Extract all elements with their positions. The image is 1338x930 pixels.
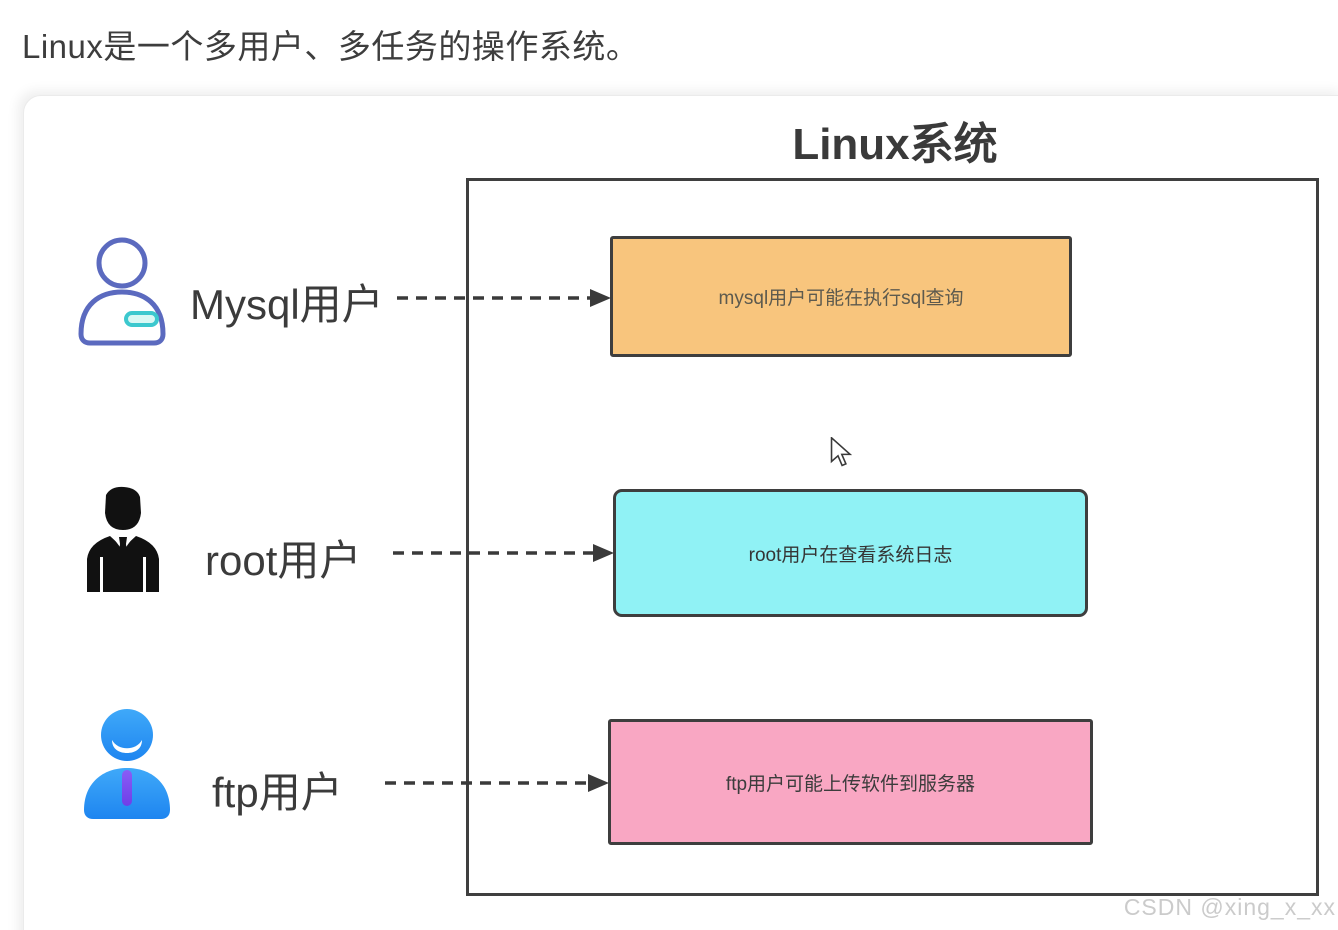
linux-system-box: [466, 178, 1319, 896]
ftp-task-box: ftp用户可能上传软件到服务器: [608, 719, 1093, 845]
ftp-task-text: ftp用户可能上传软件到服务器: [725, 773, 976, 795]
root-arrow: [393, 541, 615, 570]
ftp-arrow: [385, 771, 610, 800]
businessman-icon: [80, 485, 166, 597]
mysql-task-text: mysql用户可能在执行sql查询: [718, 288, 964, 309]
ftp-user-label: ftp用户: [212, 769, 343, 816]
root-task-text: root用户在查看系统日志: [748, 544, 953, 566]
root-task-box: root用户在查看系统日志: [613, 489, 1088, 617]
watermark-text: CSDN @xing_x_xx: [1123, 894, 1336, 920]
linux-system-title: Linux系统: [792, 120, 998, 169]
mysql-arrow: [397, 286, 612, 315]
mouse-cursor-icon: [830, 436, 853, 472]
mysql-task-box: mysql用户可能在执行sql查询: [610, 236, 1072, 357]
person-outline-icon: [73, 236, 175, 351]
page-title: Linux是一个多用户、多任务的操作系统。: [22, 28, 640, 65]
mysql-user-label: Mysql用户: [190, 281, 384, 328]
person-blue-icon: [76, 704, 178, 827]
root-user-label: root用户: [205, 537, 362, 584]
